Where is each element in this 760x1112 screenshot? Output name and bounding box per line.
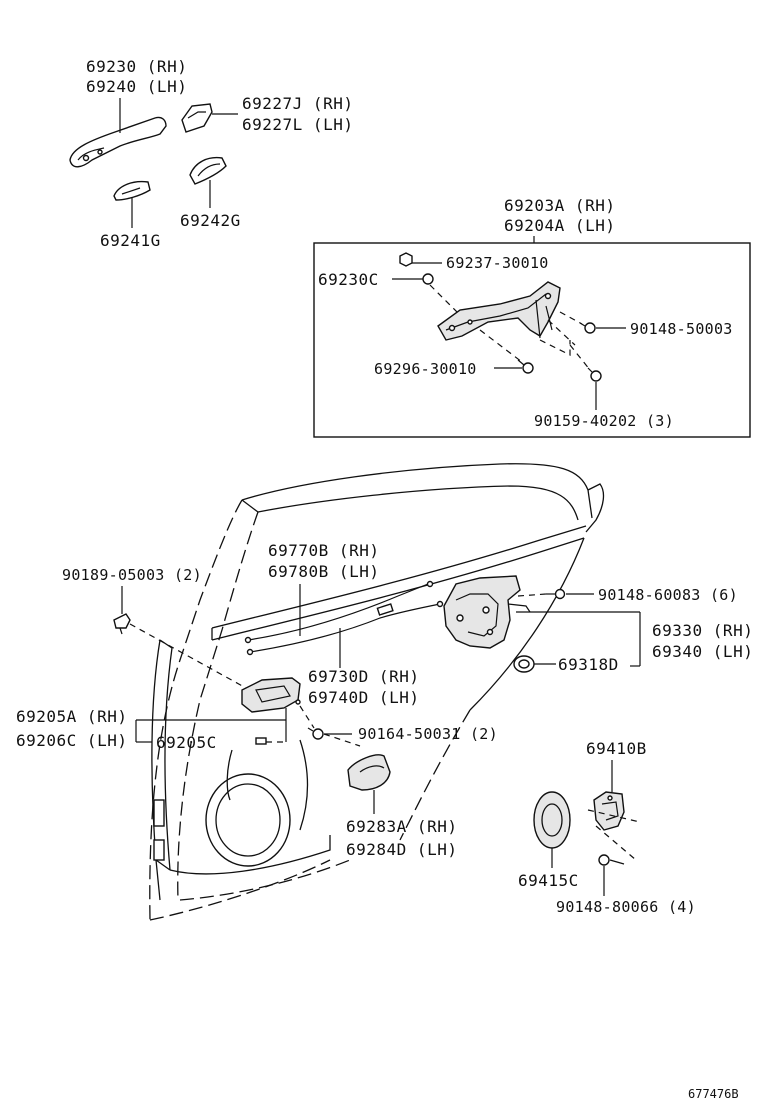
clip-69230c-drawing — [422, 273, 434, 285]
dash-screw-90159 — [569, 344, 591, 371]
label-clip-90189: 90189-05003 (2) — [62, 566, 202, 584]
cable-assembly-drawing — [244, 580, 444, 656]
label-nut-69237: 69237-30010 — [446, 254, 549, 272]
label-cable-lh: 69780B (LH) — [268, 562, 379, 581]
outside-handle-drawing — [69, 116, 167, 168]
label-lock-lh: 69340 (LH) — [652, 642, 753, 661]
label-cable2-rh: 69730D (RH) — [308, 667, 419, 686]
label-screw-90148-60083: 90148-60083 (6) — [598, 586, 738, 604]
bezel-screw-drawing — [255, 737, 267, 745]
inside-handle-drawing — [241, 677, 301, 713]
clip-90189-drawing — [113, 613, 131, 635]
label-screw-90164: 90164-50031 (2) — [358, 725, 498, 743]
label-pad-69242g: 69242G — [180, 211, 241, 230]
pad-69242g-drawing — [189, 156, 227, 185]
label-screw-90159: 90159-40202 (3) — [534, 412, 674, 430]
label-frame-lh: 69204A (LH) — [504, 216, 615, 235]
frame-assembly-box — [313, 242, 751, 438]
grommet-drawing — [513, 655, 535, 673]
label-screw-90148-50003: 90148-50003 — [630, 320, 733, 338]
label-bracket-lh: 69284D (LH) — [346, 840, 457, 859]
label-screw-90148-80066: 90148-80066 (4) — [556, 898, 696, 916]
label-striker: 69410B — [586, 739, 647, 758]
figure-number: 677476B — [688, 1087, 739, 1101]
dash-screw-90164-down — [323, 733, 361, 747]
label-outside-handle-rh: 69230 (RH) — [86, 57, 187, 76]
dash-striker — [587, 809, 641, 861]
screw-90164-drawing — [307, 727, 324, 740]
label-bracket-rh: 69283A (RH) — [346, 817, 457, 836]
nut-69237-drawing — [399, 252, 413, 267]
label-clip-69230c: 69230C — [318, 270, 379, 289]
label-grommet: 69318D — [558, 655, 619, 674]
label-pad-69241g: 69241G — [100, 231, 161, 250]
dash-clip-90189 — [129, 623, 247, 689]
label-inside-handle-rh: 69205A (RH) — [16, 707, 127, 726]
label-frame-rh: 69203A (RH) — [504, 196, 615, 215]
label-inside-handle-lh: 69206C (LH) — [16, 731, 127, 750]
label-striker-cover: 69415C — [518, 871, 579, 890]
screw-90159-drawing — [587, 367, 602, 382]
screw-90148-80066-drawing — [598, 854, 625, 866]
dash-screw-90148 — [559, 311, 583, 325]
label-cable2-lh: 69740D (LH) — [308, 688, 419, 707]
label-bolt-69296: 69296-30010 — [374, 360, 477, 378]
dash-frame-inner — [539, 319, 576, 356]
door-lock-drawing — [443, 575, 531, 649]
label-lock-rh: 69330 (RH) — [652, 621, 753, 640]
label-bezel: 69205C — [156, 733, 217, 752]
pad-69241g-drawing — [113, 180, 151, 201]
bracket-drawing — [347, 754, 391, 791]
striker-drawing — [593, 791, 625, 831]
bolt-69296-drawing — [517, 359, 534, 374]
label-handle-cap-lh: 69227L (LH) — [242, 115, 353, 134]
label-cable-rh: 69770B (RH) — [268, 541, 379, 560]
handle-cap-drawing — [181, 103, 213, 133]
screw-90148-50003-drawing — [579, 322, 596, 334]
striker-cover-drawing — [533, 791, 571, 849]
dash-bolt-69296 — [479, 329, 523, 363]
label-outside-handle-lh: 69240 (LH) — [86, 77, 187, 96]
dash-screw-90148-60083 — [517, 593, 547, 597]
frame-drawing — [437, 281, 561, 341]
screw-90148-60083-drawing — [546, 588, 566, 600]
label-handle-cap-rh: 69227J (RH) — [242, 94, 353, 113]
dash-screw-90164-up — [299, 705, 315, 729]
